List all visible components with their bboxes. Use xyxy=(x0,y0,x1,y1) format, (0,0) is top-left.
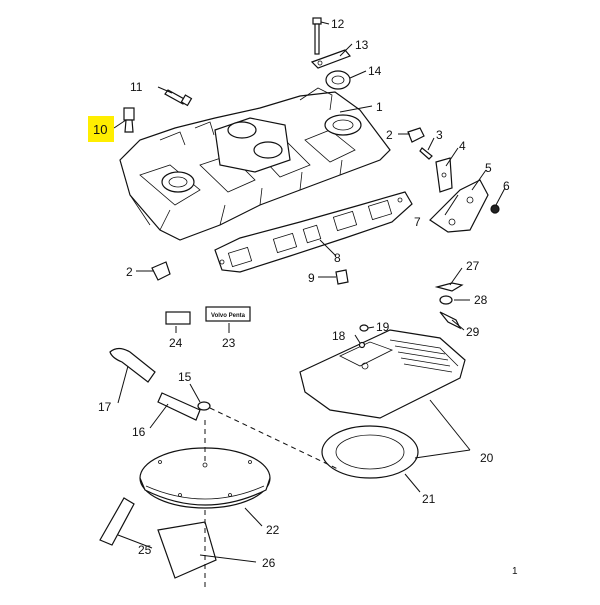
callout-12[interactable]: 12 xyxy=(331,17,345,31)
leader-lines xyxy=(113,21,506,563)
cover-seal-21[interactable] xyxy=(321,425,419,479)
callout-15[interactable]: 15 xyxy=(178,370,192,384)
engine-cover[interactable] xyxy=(299,329,466,419)
intake-manifold[interactable] xyxy=(119,87,391,241)
clip-2-lower[interactable] xyxy=(151,261,171,281)
callout-7[interactable]: 7 xyxy=(414,215,421,229)
callout-9[interactable]: 9 xyxy=(308,271,315,285)
callout-2-upper[interactable]: 2 xyxy=(386,128,393,142)
fitting-27[interactable] xyxy=(434,282,464,292)
bracket-26[interactable] xyxy=(157,521,217,579)
callout-21[interactable]: 21 xyxy=(422,492,436,506)
callout-25[interactable]: 25 xyxy=(138,543,152,557)
callout-labels: 1 2 2 3 4 5 6 7 8 9 10 11 12 13 14 15 16… xyxy=(93,17,510,570)
callout-27[interactable]: 27 xyxy=(466,259,480,273)
bolt-11[interactable] xyxy=(164,89,193,107)
callout-18[interactable]: 18 xyxy=(332,329,346,343)
callout-17[interactable]: 17 xyxy=(98,400,112,414)
sensor-fitting-10[interactable] xyxy=(123,107,135,133)
callout-22[interactable]: 22 xyxy=(266,523,280,537)
page-number: 1 xyxy=(512,566,518,577)
callout-23[interactable]: 23 xyxy=(222,336,236,350)
grommet-15[interactable] xyxy=(197,401,211,411)
nut-6[interactable] xyxy=(490,204,500,214)
hose-25[interactable] xyxy=(99,497,135,546)
callout-29[interactable]: 29 xyxy=(466,325,480,339)
bracket-13[interactable] xyxy=(310,49,352,69)
callout-14[interactable]: 14 xyxy=(368,64,382,78)
bolt-12[interactable] xyxy=(312,17,322,55)
assembly-lines xyxy=(204,407,341,590)
callout-3[interactable]: 3 xyxy=(436,128,443,142)
callout-20[interactable]: 20 xyxy=(480,451,494,465)
flame-arrestor-22[interactable] xyxy=(139,447,271,509)
callout-8[interactable]: 8 xyxy=(334,251,341,265)
callout-19[interactable]: 19 xyxy=(376,320,390,334)
manifold-gasket[interactable] xyxy=(214,191,413,273)
grommet-19[interactable] xyxy=(359,324,369,332)
callout-10[interactable]: 10 xyxy=(93,122,107,137)
screw-3[interactable] xyxy=(419,147,433,160)
callout-6[interactable]: 6 xyxy=(503,179,510,193)
decal-24[interactable] xyxy=(165,311,191,325)
callout-2-lower[interactable]: 2 xyxy=(126,265,133,279)
bracket-4[interactable] xyxy=(435,157,453,193)
clip-9[interactable] xyxy=(335,269,349,285)
callout-11[interactable]: 11 xyxy=(130,80,143,94)
callout-24[interactable]: 24 xyxy=(169,336,183,350)
bracket-5[interactable] xyxy=(429,179,489,233)
callout-1[interactable]: 1 xyxy=(376,100,383,114)
hose-17[interactable] xyxy=(109,347,156,383)
callout-highlight xyxy=(88,116,114,142)
seal-14[interactable] xyxy=(325,70,351,90)
callout-16[interactable]: 16 xyxy=(132,425,146,439)
tube-16[interactable] xyxy=(157,392,201,421)
screw-18[interactable] xyxy=(358,341,366,349)
callout-5[interactable]: 5 xyxy=(485,161,492,175)
callout-13[interactable]: 13 xyxy=(355,38,369,52)
fitting-29[interactable] xyxy=(439,311,462,330)
callout-4[interactable]: 4 xyxy=(459,139,466,153)
decal-text: Volvo Penta xyxy=(211,313,246,319)
clip-2-upper[interactable] xyxy=(407,127,425,143)
callout-28[interactable]: 28 xyxy=(474,293,488,307)
washer-28[interactable] xyxy=(439,295,453,305)
callout-26[interactable]: 26 xyxy=(262,556,276,570)
decal-23[interactable]: Volvo Penta xyxy=(205,306,251,322)
